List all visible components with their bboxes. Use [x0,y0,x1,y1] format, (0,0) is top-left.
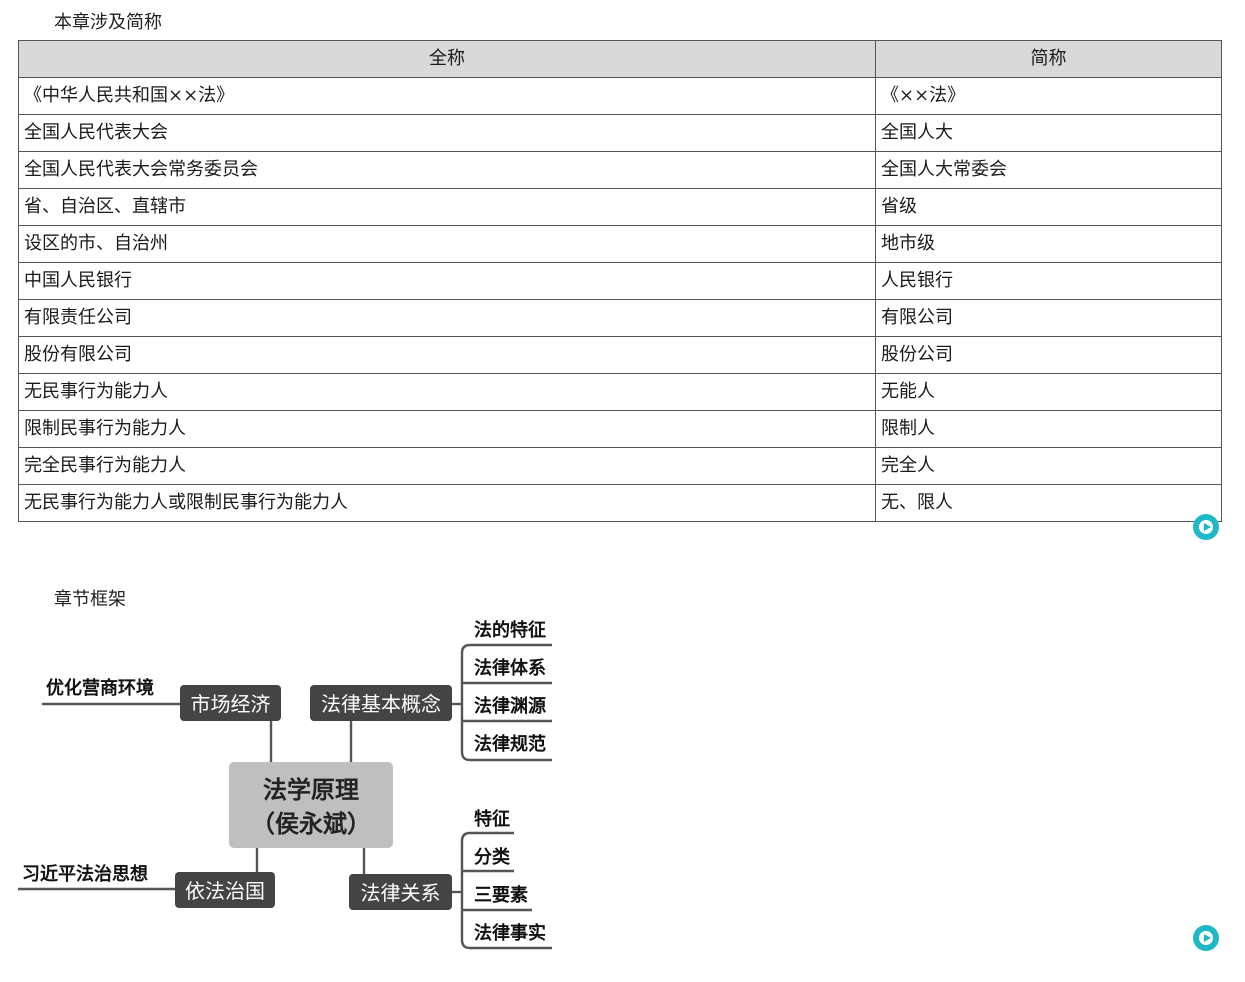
mindmap-leaves: 优化营商环境 法的特征 法律体系 法律渊源 法律规范 习近平法治思想 特征 分类… [22,619,546,944]
cell-short-name: 省级 [875,188,1222,226]
table-row: 无民事行为能力人或限制民事行为能力人 无、限人 [18,484,1222,522]
cell-short-name: 《××法》 [875,77,1222,115]
table-row: 中国人民银行 人民银行 [18,262,1222,300]
cell-short-name: 限制人 [875,410,1222,448]
cell-full-name: 完全民事行为能力人 [18,447,876,485]
table-row: 股份有限公司 股份公司 [18,336,1222,374]
cell-full-name: 全国人民代表大会常务委员会 [18,151,876,189]
table-row: 无民事行为能力人 无能人 [18,373,1222,411]
cell-short-name: 无、限人 [875,484,1222,522]
table-row: 全国人民代表大会 全国人大 [18,114,1222,152]
cell-short-name: 完全人 [875,447,1222,485]
node-legal-relations-label: 法律关系 [361,881,441,905]
framework-section-title: 章节框架 [54,589,126,610]
cell-full-name: 无民事行为能力人 [18,373,876,411]
node-market-economy-label: 市场经济 [191,692,271,716]
leaf-business-environment: 优化营商环境 [46,677,154,699]
leaf-legal-facts: 法律事实 [474,922,546,944]
cell-full-name: 无民事行为能力人或限制民事行为能力人 [18,484,876,522]
cell-full-name: 限制民事行为能力人 [18,410,876,448]
cell-full-name: 有限责任公司 [18,299,876,337]
cell-short-name: 无能人 [875,373,1222,411]
node-basic-concepts: 法律基本概念 [310,685,452,721]
cell-short-name: 全国人大 [875,114,1222,152]
cell-short-name: 地市级 [875,225,1222,263]
mindmap-connectors [18,643,552,950]
table-header-row: 全称 简称 [18,40,1222,78]
table-row: 有限责任公司 有限公司 [18,299,1222,337]
cell-full-name: 设区的市、自治州 [18,225,876,263]
center-title-line2: （侯永斌） [251,810,371,838]
cell-short-name: 人民银行 [875,262,1222,300]
leaf-legal-norms: 法律规范 [474,733,546,755]
table-row: 设区的市、自治州 地市级 [18,225,1222,263]
cell-short-name: 有限公司 [875,299,1222,337]
table-row: 《中华人民共和国××法》 《××法》 [18,77,1222,115]
play-icon[interactable] [1193,925,1219,951]
leaf-relation-classification: 分类 [474,846,511,868]
chapter-framework-mindmap: 法学原理 （侯永斌） 市场经济 法律基本概念 依法治国 法律关系 优化营商环境 … [18,619,552,950]
table-row: 全国人民代表大会常务委员会 全国人大常委会 [18,151,1222,189]
table-row: 省、自治区、直辖市 省级 [18,188,1222,226]
abbreviations-section-title: 本章涉及简称 [54,12,162,33]
cell-full-name: 《中华人民共和国××法》 [18,77,876,115]
node-basic-concepts-label: 法律基本概念 [321,692,441,716]
table-row: 完全民事行为能力人 完全人 [18,447,1222,485]
cell-full-name: 省、自治区、直辖市 [18,188,876,226]
column-header-short: 简称 [875,40,1222,78]
node-rule-of-law-label: 依法治国 [185,879,265,903]
node-rule-of-law: 依法治国 [175,872,275,908]
node-market-economy: 市场经济 [180,685,281,721]
mindmap-center-node: 法学原理 （侯永斌） [229,762,393,848]
table-row: 限制民事行为能力人 限制人 [18,410,1222,448]
center-title-line1: 法学原理 [263,776,359,804]
leaf-legal-sources: 法律渊源 [474,695,546,717]
leaf-relation-features: 特征 [474,808,510,830]
leaf-legal-system: 法律体系 [474,657,546,679]
cell-full-name: 股份有限公司 [18,336,876,374]
leaf-three-elements: 三要素 [474,885,528,906]
node-legal-relations: 法律关系 [349,874,452,910]
cell-short-name: 全国人大常委会 [875,151,1222,189]
play-icon[interactable] [1193,514,1219,540]
column-header-full: 全称 [18,40,876,78]
cell-full-name: 中国人民银行 [18,262,876,300]
leaf-law-features: 法的特征 [474,619,546,641]
abbreviations-table: 全称 简称 《中华人民共和国××法》 《××法》 全国人民代表大会 全国人大 全… [18,40,1222,522]
cell-full-name: 全国人民代表大会 [18,114,876,152]
cell-short-name: 股份公司 [875,336,1222,374]
leaf-xi-rule-of-law-thought: 习近平法治思想 [22,863,148,885]
